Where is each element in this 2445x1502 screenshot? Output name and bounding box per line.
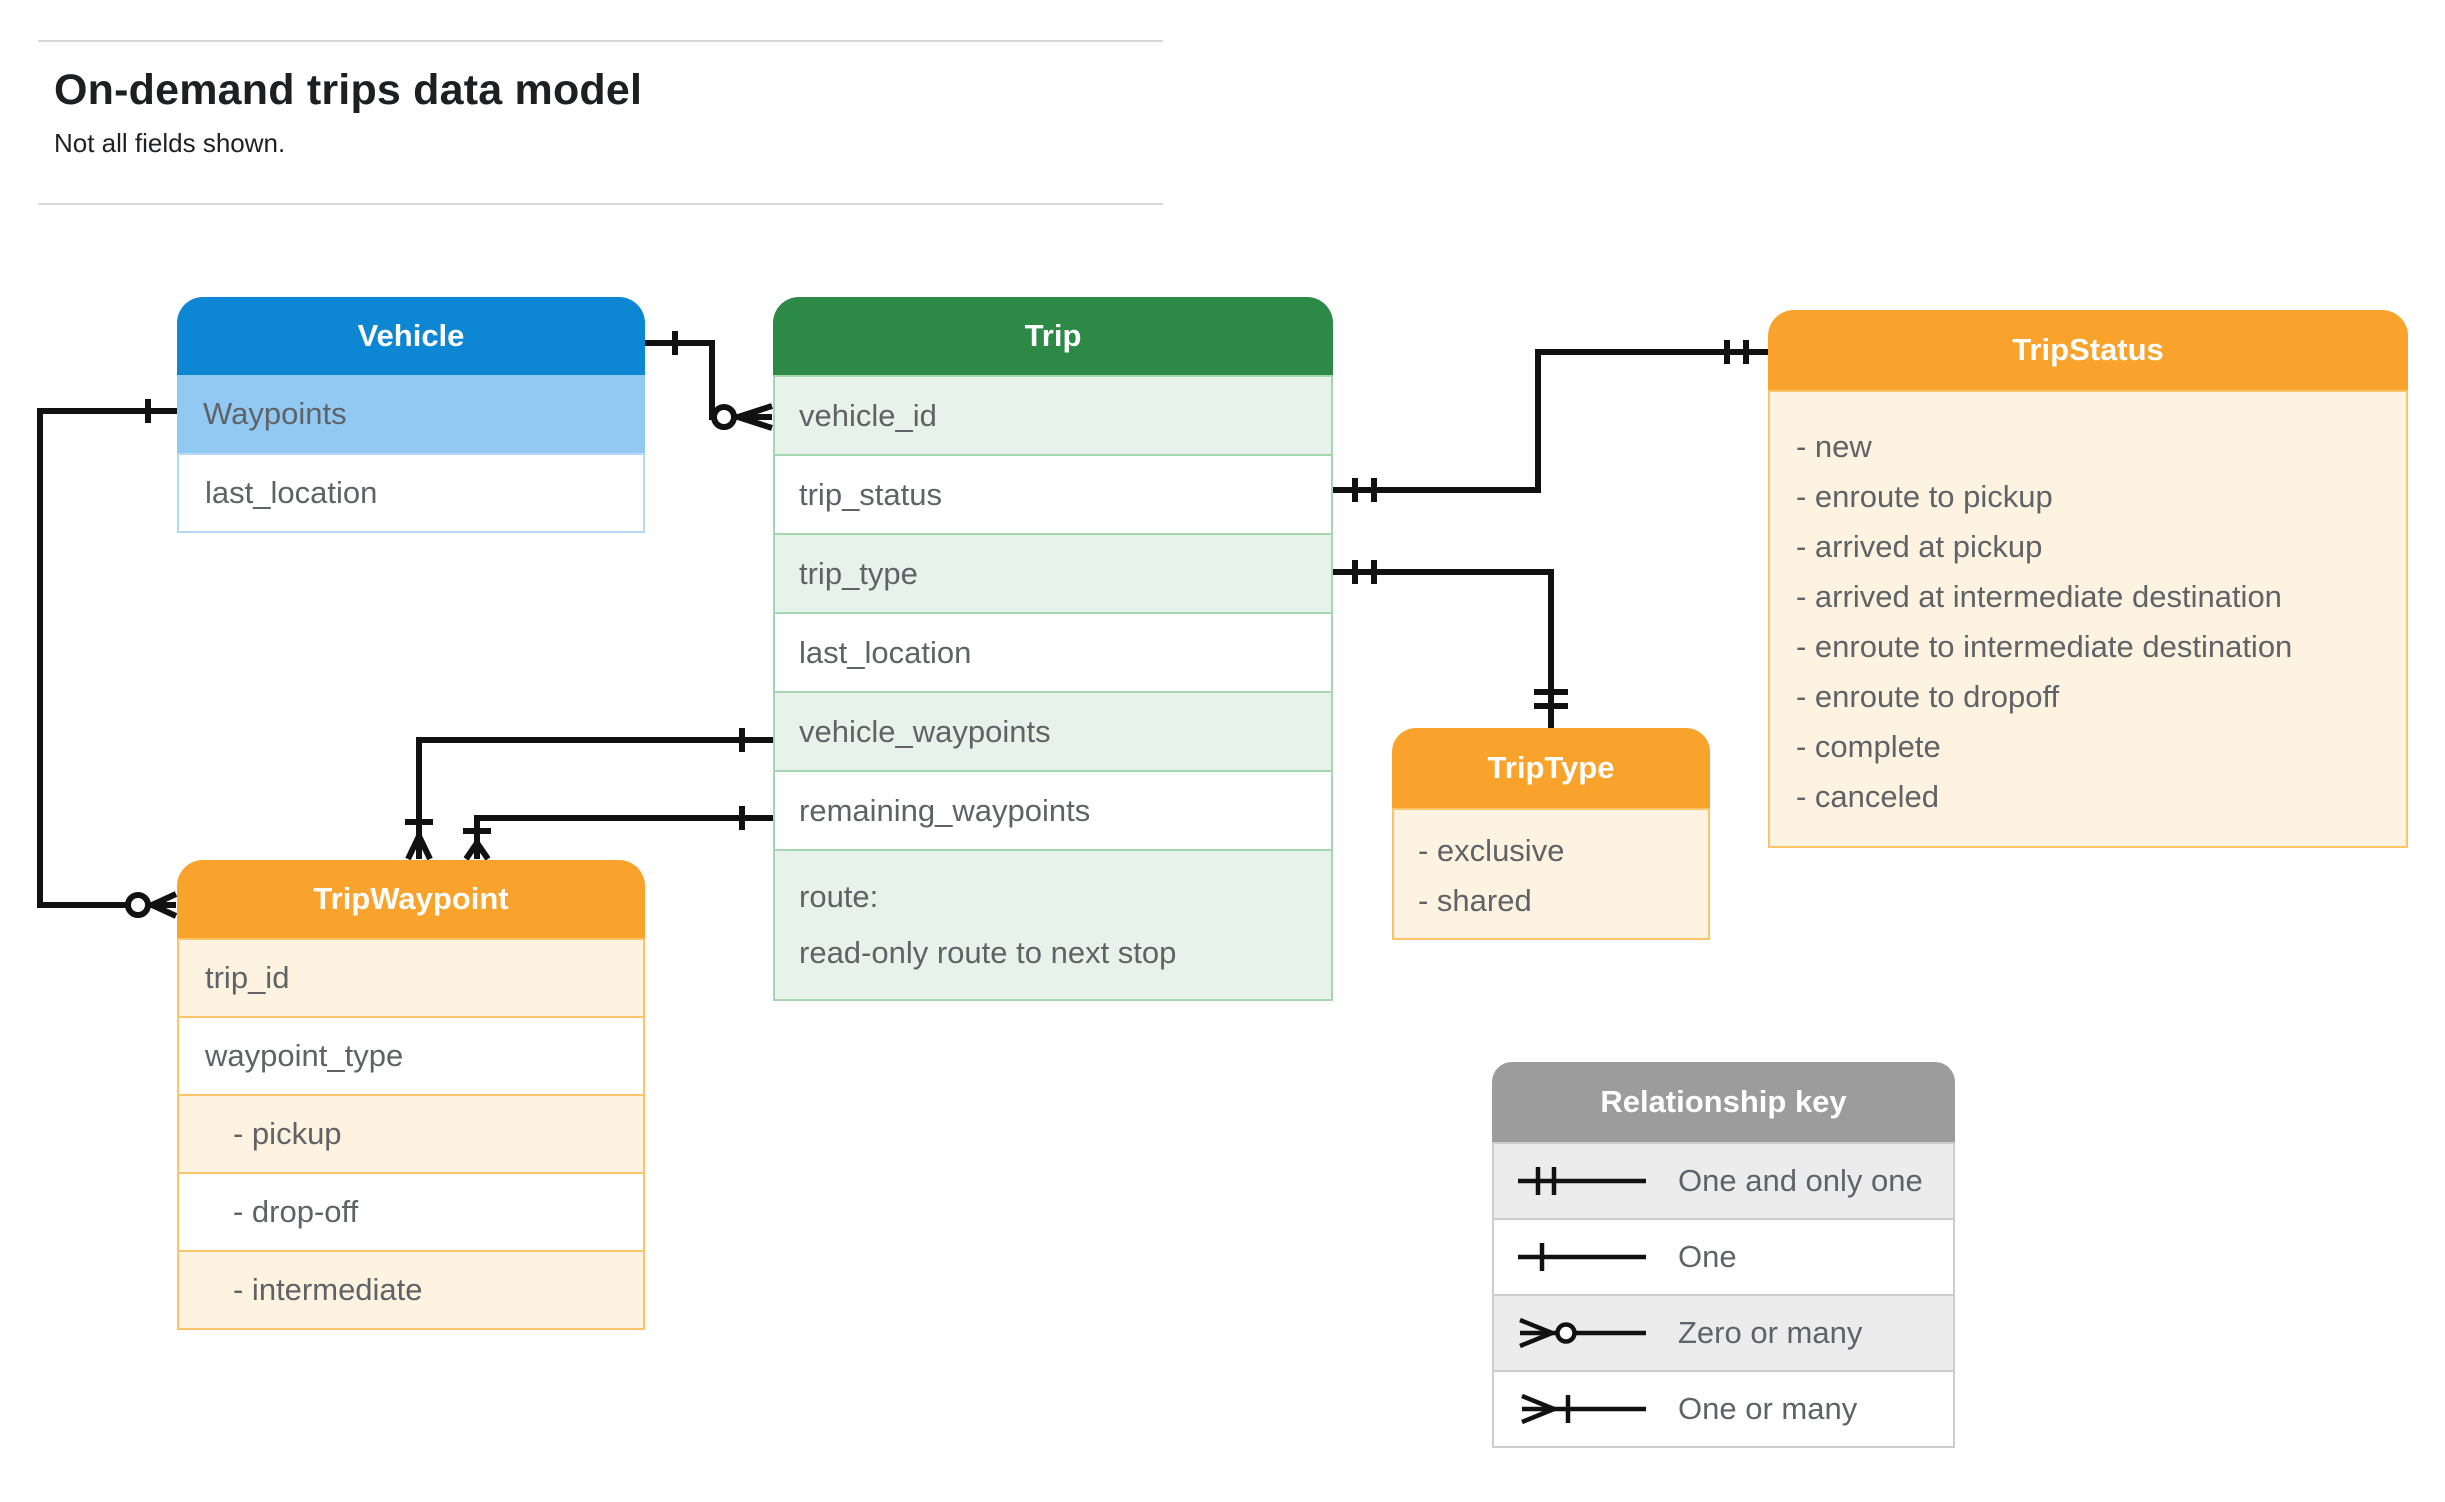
route-description: read-only route to next stop (799, 935, 1177, 970)
table-row: - intermediate (177, 1250, 645, 1330)
route-label: route: (799, 879, 879, 914)
page-subtitle: Not all fields shown. (54, 128, 286, 158)
cardinality-one-and-only-one-icon (1352, 478, 1377, 502)
enum-value: - enroute to dropoff (1796, 679, 2060, 714)
connector-trip-tripwaypoint-remaining-waypoints (463, 806, 773, 861)
legend-row: One and only one (1492, 1142, 1955, 1220)
tripwaypoint-table: TripWaypoint trip_id waypoint_type - pic… (177, 860, 645, 1330)
legend-label: One (1678, 1239, 1737, 1274)
legend-label: Zero or many (1678, 1315, 1863, 1350)
enum-value: - shared (1418, 883, 1532, 918)
table-row: - pickup (177, 1094, 645, 1174)
legend-row: One or many (1492, 1370, 1955, 1448)
triptype-enum-list: - exclusive - shared (1392, 808, 1710, 940)
table-row-route: route: read-only route to next stop (773, 849, 1333, 1001)
table-row: remaining_waypoints (773, 770, 1333, 851)
connector-trip-tripstatus (1333, 340, 1768, 502)
table-row: trip_id (177, 938, 645, 1018)
tripstatus-table-header: TripStatus (1768, 310, 2408, 390)
table-row: Waypoints (177, 375, 645, 453)
relationship-key-header: Relationship key (1492, 1062, 1955, 1142)
table-row: last_location (177, 453, 645, 533)
cardinality-one-and-only-one-icon (1724, 340, 1749, 364)
enum-value: - enroute to intermediate destination (1796, 629, 2293, 664)
table-row: vehicle_id (773, 375, 1333, 456)
enum-value: - exclusive (1418, 833, 1565, 868)
connector-vehicle-tripwaypoint (37, 399, 178, 919)
trip-table-header: Trip (773, 297, 1333, 375)
cardinality-one-or-many-icon (463, 828, 491, 861)
table-row: trip_status (773, 454, 1333, 535)
cardinality-one-or-many-icon (405, 819, 433, 861)
legend-label: One or many (1678, 1391, 1858, 1426)
header-divider-bottom (38, 203, 1163, 205)
connector-trip-tripwaypoint-vehicle-waypoints (405, 728, 773, 861)
cardinality-one-and-only-one-icon (1534, 689, 1568, 709)
triptype-table-header: TripType (1392, 728, 1710, 808)
legend-row: One (1492, 1218, 1955, 1296)
enum-value: - arrived at pickup (1796, 529, 2043, 564)
tripstatus-table: TripStatus - new - enroute to pickup - a… (1768, 310, 2408, 848)
connector-trip-triptype (1333, 560, 1568, 728)
cardinality-one-and-only-one-icon (1352, 560, 1377, 584)
trip-table: Trip vehicle_id trip_status trip_type la… (773, 297, 1333, 1001)
enum-value: - arrived at intermediate destination (1796, 579, 2282, 614)
table-row: waypoint_type (177, 1016, 645, 1096)
cardinality-zero-or-many-icon (125, 891, 178, 919)
relationship-key: Relationship key One and only one One Ze… (1492, 1062, 1955, 1448)
one-and-only-one-symbol (1518, 1167, 1646, 1195)
legend-row: Zero or many (1492, 1294, 1955, 1372)
vehicle-table: Vehicle Waypoints last_location (177, 297, 645, 533)
enum-value: - complete (1796, 729, 1941, 764)
tripstatus-enum-list: - new - enroute to pickup - arrived at p… (1768, 390, 2408, 848)
triptype-table: TripType - exclusive - shared (1392, 728, 1710, 940)
one-or-many-symbol (1521, 1393, 1646, 1425)
header-divider-top (38, 40, 1163, 42)
table-row: vehicle_waypoints (773, 691, 1333, 772)
cardinality-zero-or-many-icon (711, 403, 773, 431)
enum-value: - enroute to pickup (1796, 479, 2053, 514)
table-row: - drop-off (177, 1172, 645, 1252)
enum-value: - new (1796, 429, 1872, 464)
zero-or-many-symbol (1519, 1317, 1646, 1349)
vehicle-table-header: Vehicle (177, 297, 645, 375)
enum-value: - canceled (1796, 779, 1940, 814)
one-symbol (1518, 1243, 1646, 1271)
table-row: trip_type (773, 533, 1333, 614)
table-row: last_location (773, 612, 1333, 693)
tripwaypoint-table-header: TripWaypoint (177, 860, 645, 938)
legend-label: One and only one (1678, 1163, 1923, 1198)
connector-vehicle-trip (645, 331, 773, 431)
page-title: On-demand trips data model (54, 66, 643, 114)
